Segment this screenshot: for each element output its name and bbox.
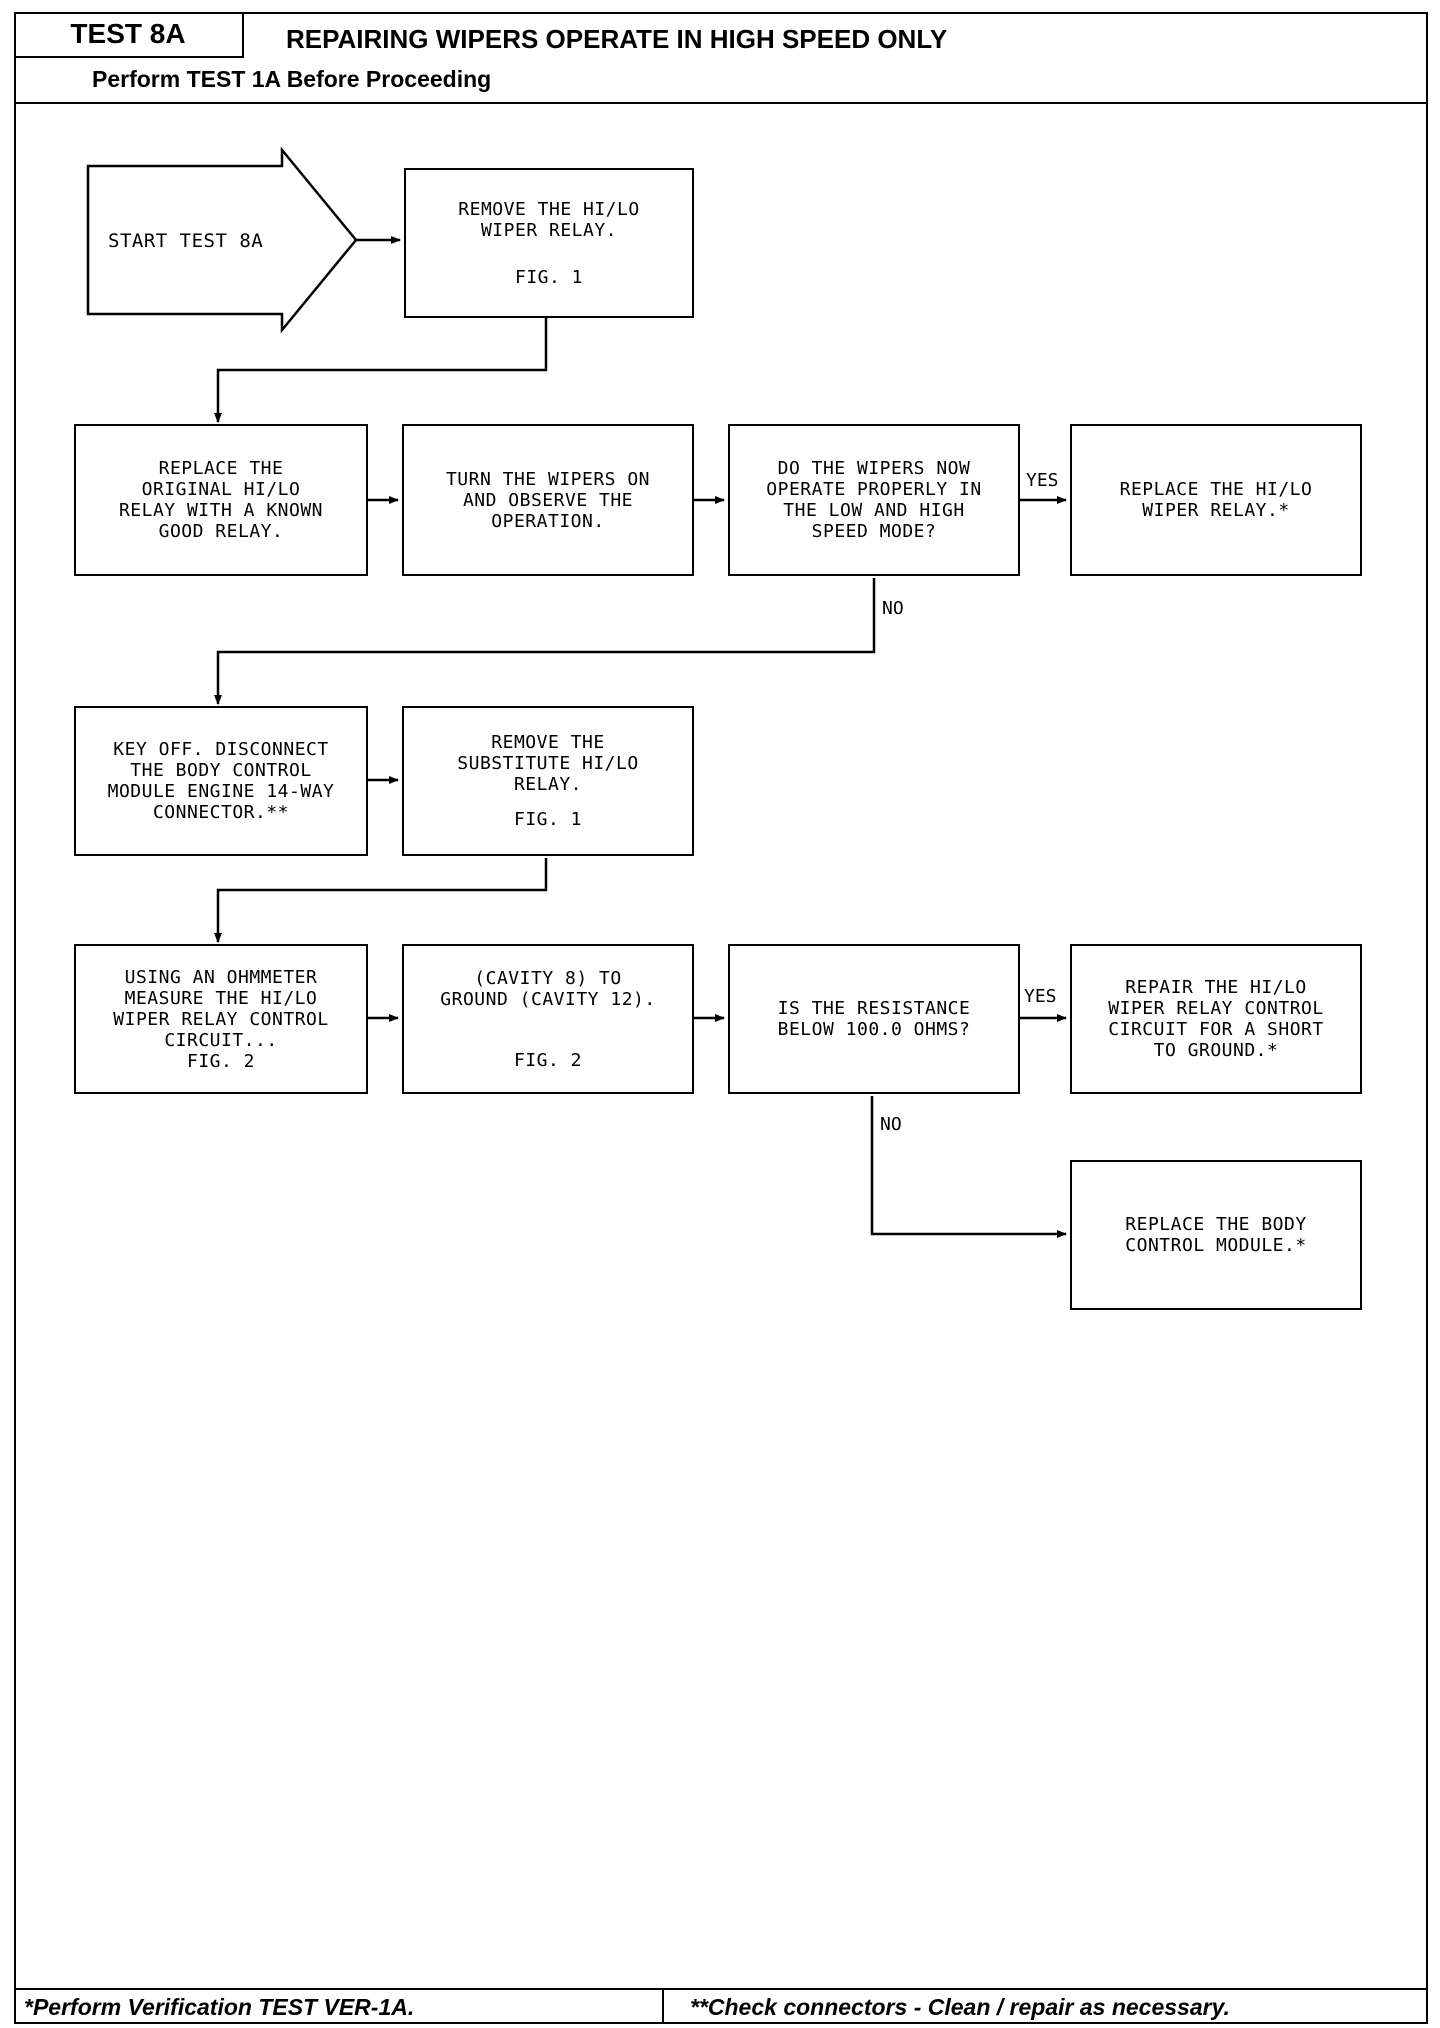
box-using-ohmmeter-text: USING AN OHMMETER MEASURE THE HI/LO WIPE… bbox=[113, 966, 329, 1072]
connector-resistance-no bbox=[870, 1096, 1067, 1238]
label-no-1: NO bbox=[882, 598, 904, 619]
box-turn-wipers-on-text: TURN THE WIPERS ON AND OBSERVE THE OPERA… bbox=[445, 468, 651, 532]
footer-column-divider bbox=[662, 1988, 664, 2024]
label-yes-2: YES bbox=[1024, 986, 1057, 1007]
box-replace-bcm: REPLACE THE BODY CONTROL MODULE.* bbox=[1070, 1160, 1362, 1310]
label-yes-1: YES bbox=[1026, 470, 1059, 491]
box-question-wipers-text: DO THE WIPERS NOW OPERATE PROPERLY IN TH… bbox=[766, 458, 982, 542]
footer-note-left: *Perform Verification TEST VER-1A. bbox=[24, 1994, 415, 2020]
connector-substitute-to-ohmmeter bbox=[214, 858, 548, 943]
box-remove-substitute-fig: FIG. 1 bbox=[513, 809, 583, 830]
start-arrow-shape bbox=[86, 146, 358, 334]
box-replace-original: REPLACE THE ORIGINAL HI/LO RELAY WITH A … bbox=[74, 424, 368, 576]
box-turn-wipers-on: TURN THE WIPERS ON AND OBSERVE THE OPERA… bbox=[402, 424, 694, 576]
page-frame bbox=[14, 12, 1428, 2024]
box-remove-substitute: REMOVE THE SUBSTITUTE HI/LO RELAY. FIG. … bbox=[402, 706, 694, 856]
page-subtitle: Perform TEST 1A Before Proceeding bbox=[92, 66, 492, 92]
box-remove-relay-text: REMOVE THE HI/LO WIPER RELAY. bbox=[458, 198, 640, 241]
label-no-2: NO bbox=[880, 1114, 902, 1135]
footer-note-right: **Check connectors - Clean / repair as n… bbox=[690, 1994, 1230, 2020]
box-cavity-text: (CAVITY 8) TO GROUND (CAVITY 12). bbox=[440, 967, 656, 1010]
box-cavity-fig: FIG. 2 bbox=[513, 1049, 583, 1071]
box-remove-substitute-text: REMOVE THE SUBSTITUTE HI/LO RELAY. bbox=[457, 732, 639, 795]
box-question-resistance: IS THE RESISTANCE BELOW 100.0 OHMS? bbox=[728, 944, 1020, 1094]
box-key-off: KEY OFF. DISCONNECT THE BODY CONTROL MOD… bbox=[74, 706, 368, 856]
box-remove-relay-fig: FIG. 1 bbox=[514, 266, 584, 288]
start-test-label: START TEST 8A bbox=[108, 230, 264, 252]
box-replace-original-text: REPLACE THE ORIGINAL HI/LO RELAY WITH A … bbox=[118, 458, 324, 542]
box-question-wipers: DO THE WIPERS NOW OPERATE PROPERLY IN TH… bbox=[728, 424, 1020, 576]
box-replace-bcm-text: REPLACE THE BODY CONTROL MODULE.* bbox=[1125, 1214, 1307, 1256]
box-key-off-text: KEY OFF. DISCONNECT THE BODY CONTROL MOD… bbox=[107, 739, 335, 823]
box-remove-relay: REMOVE THE HI/LO WIPER RELAY. FIG. 1 bbox=[404, 168, 694, 318]
footer-divider bbox=[14, 1988, 1428, 1990]
box-replace-hilo-relay: REPLACE THE HI/LO WIPER RELAY.* bbox=[1070, 424, 1362, 576]
box-repair-circuit: REPAIR THE HI/LO WIPER RELAY CONTROL CIR… bbox=[1070, 944, 1362, 1094]
connector-question-no bbox=[214, 578, 876, 705]
box-repair-circuit-text: REPAIR THE HI/LO WIPER RELAY CONTROL CIR… bbox=[1108, 977, 1324, 1061]
test-tag: TEST 8A bbox=[14, 12, 244, 58]
connector-remove-to-replace bbox=[214, 318, 548, 423]
page-title: REPAIRING WIPERS OPERATE IN HIGH SPEED O… bbox=[286, 24, 948, 54]
header-divider bbox=[14, 102, 1428, 104]
box-cavity: (CAVITY 8) TO GROUND (CAVITY 12). FIG. 2 bbox=[402, 944, 694, 1094]
box-replace-hilo-relay-text: REPLACE THE HI/LO WIPER RELAY.* bbox=[1119, 479, 1313, 521]
box-using-ohmmeter: USING AN OHMMETER MEASURE THE HI/LO WIPE… bbox=[74, 944, 368, 1094]
box-question-resistance-text: IS THE RESISTANCE BELOW 100.0 OHMS? bbox=[777, 998, 971, 1040]
